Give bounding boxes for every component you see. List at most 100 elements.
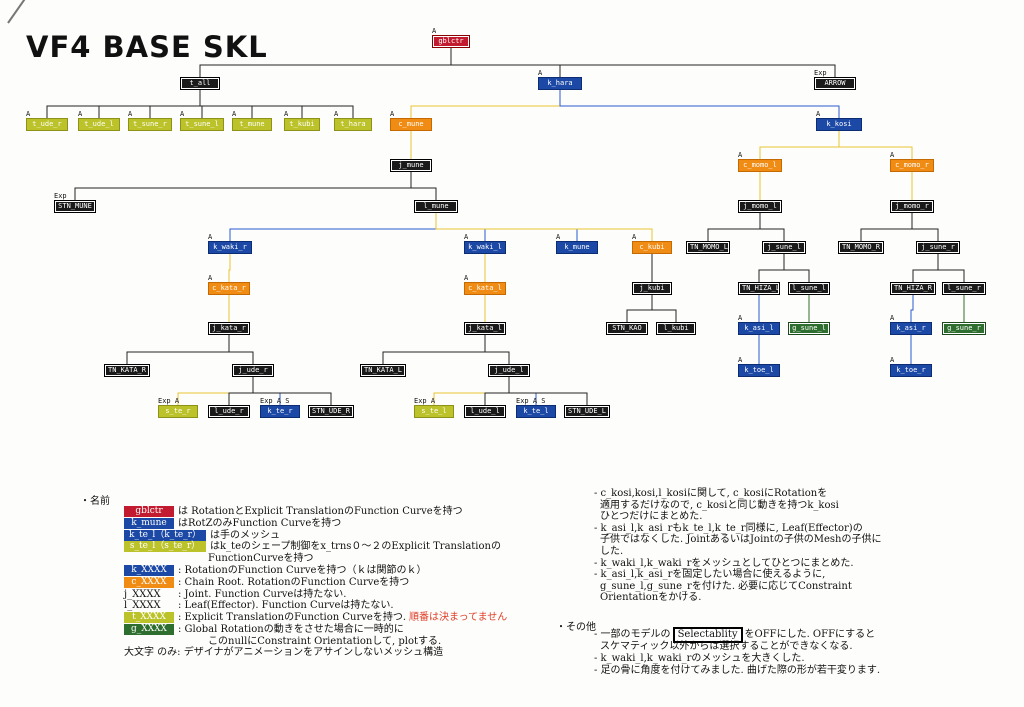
node-tn-kata-l[interactable]: TN_KATA_L [360,364,406,377]
node-tag-k-te-l: Exp A S [516,397,546,405]
node-k-waki-l[interactable]: k_waki_l [464,241,506,254]
node-stn-ude-r[interactable]: STN_UDE_R [308,405,354,418]
node-tag-k-asi-r: A [890,314,895,322]
node-c-momo-l[interactable]: c_momo_l [738,159,782,172]
node-tn-kata-r[interactable]: TN_KATA_R [104,364,150,377]
node-s-te-r[interactable]: s_te_r [158,405,198,418]
node-j-mune[interactable]: j_mune [390,159,432,172]
node-k-te-r[interactable]: k_te_r [260,405,300,418]
node-k-te-l[interactable]: k_te_l [516,405,556,418]
node-c-mune[interactable]: c_mune [390,118,432,131]
legend-text: : Chain Root. RotationのFunction Curveを持つ [178,576,410,588]
node-t-ude-r[interactable]: t_ude_r [26,118,68,131]
node-stn-mune[interactable]: STN_MUNE [54,200,96,213]
node-t-kubi[interactable]: t_kubi [284,118,320,131]
node-tag-t-ude-l: A [78,110,83,118]
legend-swatch: g_XXXX [124,624,174,635]
legend-text: : Joint. Function Curveは持たない. [178,588,347,600]
node-t-hara[interactable]: t_hara [334,118,372,131]
node-c-kata-r[interactable]: c_kata_r [208,282,250,295]
node-t-sune-l[interactable]: t_sune_l [180,118,224,131]
wire-j-kubi-to-stn-kao [626,295,653,322]
wire-gblctr-to-t-all [199,48,452,77]
other-prefix: - 一部のモデルの [594,629,671,640]
node-arrow[interactable]: ARROW [814,77,856,90]
node-k-toe-l[interactable]: k_toe_l [738,364,780,377]
node-j-kubi[interactable]: j_kubi [632,282,672,295]
node-c-kata-l[interactable]: c_kata_l [464,282,506,295]
node-stn-kao[interactable]: STN_KAO [606,322,648,335]
node-j-ude-r[interactable]: j_ude_r [232,364,274,377]
node-tn-momo-l[interactable]: TN_MOMO_L [686,241,730,254]
wire-j-mune-to-l-mune [410,172,437,200]
node-j-momo-r[interactable]: j_momo_r [890,200,934,213]
node-tag-t-sune-r: A [128,110,133,118]
wire-j-ude-l-to-s-te-l [433,377,510,405]
node-s-te-l[interactable]: s_te_l [414,405,454,418]
other-heading: ・その他 [556,622,596,633]
legend-row: s_te_l（s_te_r）はk_teのシェープ制御をx_trns０～２のExp… [124,541,501,553]
node-gblctr[interactable]: gblctr [432,35,470,48]
wire-t-all-to-t-mune [199,90,253,118]
other-note-line: スケマティック以外からは選択することができなくなる. [600,641,853,652]
node-j-sune-l[interactable]: j_sune_l [762,241,806,254]
node-tn-hiza-r[interactable]: TN_HIZA_R [890,282,936,295]
node-t-ude-l[interactable]: t_ude_l [78,118,120,131]
node-k-waki-r[interactable]: k_waki_r [208,241,252,254]
note-line: - k_asi_l,k_asi_rもk_te_l,k_te_r同様に, Leaf… [594,522,863,534]
node-c-momo-r[interactable]: c_momo_r [890,159,934,172]
legend-text: は手のメッシュ [210,529,280,541]
node-k-mune[interactable]: k_mune [556,241,598,254]
node-tag-t-mune: A [232,110,237,118]
note-line: - k_asi_l,k_asi_rを固定したい場合に使えるように, [594,569,826,581]
node-l-sune-r[interactable]: l_sune_r [942,282,986,295]
node-l-kubi[interactable]: l_kubi [656,322,696,335]
node-g-sune-r[interactable]: g_sune_r [942,322,986,335]
node-k-hara[interactable]: k_hara [538,77,582,90]
node-j-kata-r[interactable]: j_kata_r [208,322,250,335]
note-line: した. [600,546,624,557]
wire-k-hara-to-c-mune [410,90,561,118]
wire-j-ude-r-to-s-te-r [177,377,254,405]
legend-swatch: s_te_l（s_te_r） [124,541,206,553]
node-g-sune-l[interactable]: g_sune_l [788,322,830,335]
node-l-mune[interactable]: l_mune [414,200,458,213]
node-k-asi-l[interactable]: k_asi_l [738,322,780,335]
node-tag-gblctr: A [432,27,437,35]
legend-swatch: l_XXXX [124,600,161,612]
node-tag-t-kubi: A [284,110,289,118]
note-line: 子供ではなくした. JointあるいはJointの子供のMeshの子供に [600,534,882,546]
node-j-momo-l[interactable]: j_momo_l [738,200,782,213]
wire-j-momo-l-to-j-sune-l [759,213,785,241]
node-tag-c-momo-r: A [890,151,895,159]
wire-k-waki-r-to-c-kata-r [228,254,231,282]
node-t-mune[interactable]: t_mune [232,118,272,131]
wire-tn-hiza-r-to-k-asi-r [910,295,914,322]
node-t-all[interactable]: t_all [180,77,220,90]
node-tn-momo-r[interactable]: TN_MOMO_R [838,241,884,254]
legend-text: は RotationとExplicit TranslationのFunction… [178,506,463,517]
node-tag-c-kubi: A [632,233,637,241]
node-c-kubi[interactable]: c_kubi [632,241,672,254]
node-l-sune-l[interactable]: l_sune_l [788,282,830,295]
node-tn-hiza-l[interactable]: TN_HIZA_L [738,282,780,295]
node-tag-k-waki-r: A [208,233,213,241]
node-t-sune-r[interactable]: t_sune_r [128,118,172,131]
node-tag-arrow: Exp [814,69,827,77]
node-j-kata-l[interactable]: j_kata_l [464,322,506,335]
node-tag-t-ude-r: A [26,110,31,118]
wire-j-kata-l-to-j-ude-l [484,335,510,364]
wire-j-momo-r-to-j-sune-r [911,213,939,241]
node-stn-ude-l[interactable]: STN_UDE_L [564,405,610,418]
node-k-kosi[interactable]: k_kosi [816,118,862,131]
node-l-ude-l[interactable]: l_ude_l [464,405,506,418]
node-j-ude-l[interactable]: j_ude_l [488,364,530,377]
legend-swatch: c_XXXX [124,576,174,588]
node-l-ude-r[interactable]: l_ude_r [208,405,250,418]
node-j-sune-r[interactable]: j_sune_r [916,241,960,254]
node-k-toe-r[interactable]: k_toe_r [890,364,932,377]
node-tag-k-waki-l: A [464,233,469,241]
node-tag-s-te-r: Exp A [158,397,180,405]
node-k-asi-r[interactable]: k_asi_r [890,322,932,335]
